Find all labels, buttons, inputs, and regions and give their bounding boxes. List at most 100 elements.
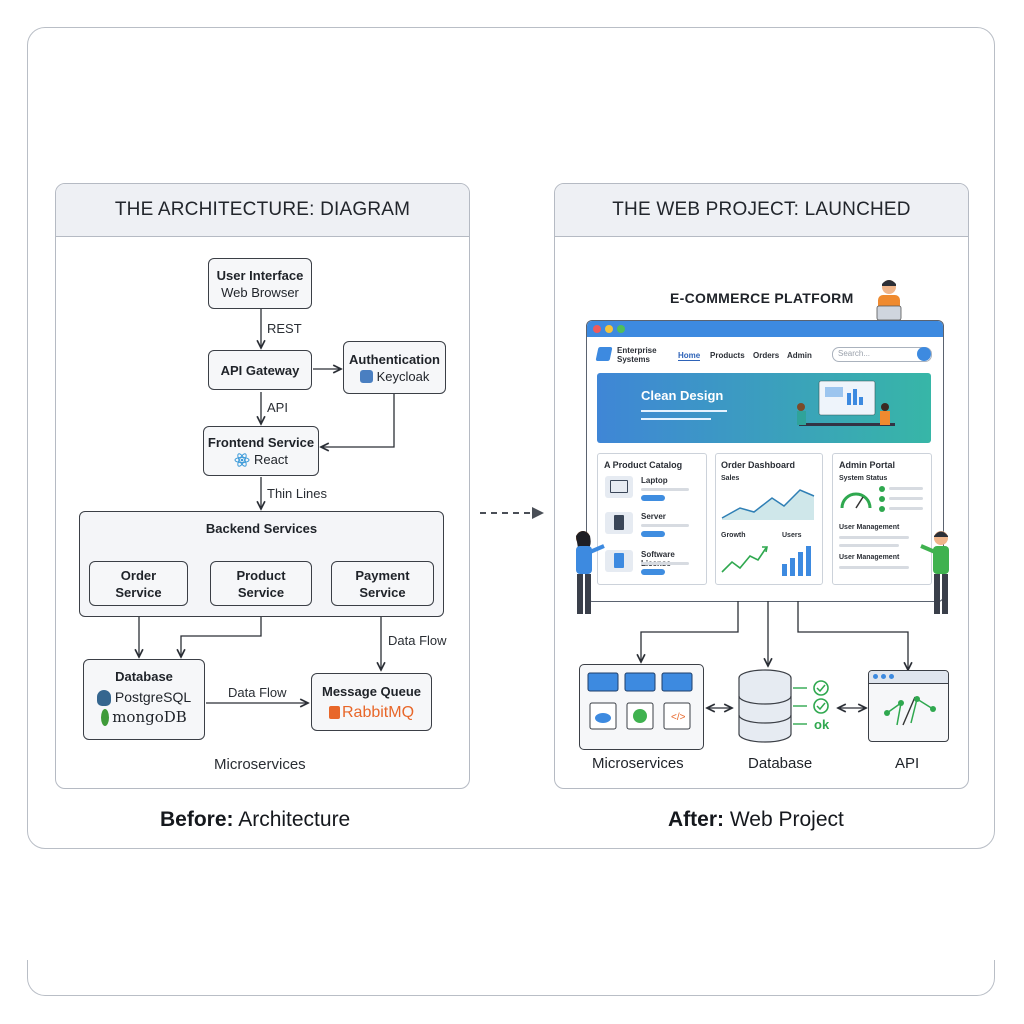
outer-frame	[27, 27, 995, 849]
data-flow-label-2: Data Flow	[228, 685, 287, 700]
maximize-dot-icon[interactable]	[617, 325, 625, 333]
sales-label: Sales	[721, 475, 740, 482]
message-queue-node: Message Queue RabbitMQ	[311, 673, 432, 731]
api-gateway-node: API Gateway	[208, 350, 312, 390]
api-label: API	[895, 755, 920, 772]
browser-titlebar	[587, 321, 943, 337]
admin-portal-card: Admin Portal System Status User Manageme…	[832, 453, 932, 585]
api-label: API	[267, 400, 288, 415]
growth-and-users-chart	[721, 546, 811, 576]
ok-label: ok	[814, 717, 830, 732]
catalog-button[interactable]	[641, 495, 665, 501]
admin-portal-title: Admin Portal	[839, 460, 896, 470]
api-gateway-title: API Gateway	[220, 362, 300, 378]
before-caption: Before: Architecture	[160, 808, 350, 832]
brand-line1: Enterprise	[617, 346, 657, 355]
frontend-service-node: Frontend Service React	[203, 426, 319, 476]
payment-service-node: Payment Service	[331, 561, 434, 606]
status-dot-icon	[879, 486, 885, 492]
status-dot-icon	[879, 496, 885, 502]
search-icon[interactable]	[917, 347, 931, 361]
rabbitmq-icon	[328, 706, 340, 719]
user-management-label-2: User Management	[839, 554, 900, 561]
backend-services-title: Backend Services	[205, 521, 318, 536]
database-label: Database	[748, 755, 813, 772]
catalog-item-laptop: Laptop	[641, 476, 668, 485]
outer-frame-bottom	[27, 960, 995, 996]
web-project-panel: THE WEB PROJECT: LAUNCHED E-COMMERCE PLA…	[554, 183, 969, 789]
api-network-icon	[884, 696, 936, 726]
postgresql-label: PostgreSQL	[114, 689, 192, 705]
before-caption-bold: Before:	[160, 808, 234, 831]
admin-text-line	[839, 536, 909, 539]
document-icon	[605, 550, 633, 572]
system-status-label: System Status	[839, 475, 888, 482]
svg-text:</>: </>	[671, 712, 686, 723]
nav-admin[interactable]: Admin	[787, 351, 812, 360]
browser-window: Enterprise Systems Home Products Orders …	[586, 320, 944, 602]
frontend-service-title: Frontend Service	[207, 435, 315, 450]
user-interface-sub: Web Browser	[221, 284, 299, 300]
authentication-node: Authentication Keycloak	[343, 341, 446, 394]
after-caption-text: Web Project	[724, 808, 844, 831]
server-racks-icon: </>	[587, 672, 693, 730]
laptop-icon	[605, 476, 633, 498]
minimize-dot-icon[interactable]	[605, 325, 613, 333]
person-pointing-right-illustration	[920, 531, 949, 614]
api-node	[868, 670, 949, 742]
rest-label: REST	[267, 321, 302, 336]
product-service-node: Product Service	[210, 561, 312, 606]
after-caption-bold: After:	[668, 808, 724, 831]
mongodb-label: mongoDB	[112, 708, 187, 726]
transition-arrow	[480, 507, 544, 519]
catalog-button[interactable]	[641, 531, 665, 537]
status-text-line	[889, 487, 923, 490]
mongodb-leaf-icon	[101, 709, 110, 726]
order-dashboard-card: Order Dashboard Sales Growth Users	[715, 453, 823, 585]
sales-area-chart	[721, 489, 815, 520]
web-project-panel-title: THE WEB PROJECT: LAUNCHED	[555, 184, 968, 237]
nav-orders[interactable]: Orders	[753, 351, 780, 360]
hero-text-line	[641, 418, 711, 420]
keycloak-label: Keycloak	[376, 368, 430, 384]
react-label: React	[254, 452, 288, 467]
project-connectors	[555, 601, 969, 789]
microservices-node: </>	[579, 664, 704, 750]
users-label: Users	[782, 532, 802, 539]
status-text-line	[889, 507, 923, 510]
database-node: Database PostgreSQL mongoDB	[83, 659, 205, 740]
product-service-title: Product Service	[236, 567, 286, 600]
order-service-title: Order Service	[115, 567, 162, 600]
catalog-text-line	[641, 524, 689, 527]
microservices-footer: Microservices	[214, 756, 306, 773]
brand-name: Enterprise Systems	[617, 346, 657, 364]
catalog-text-line	[641, 562, 689, 565]
rabbitmq-label: RabbitMQ	[341, 704, 415, 721]
site-search-input[interactable]: Search...	[832, 347, 932, 362]
user-management-label-1: User Management	[839, 524, 900, 531]
nav-home[interactable]: Home	[678, 351, 701, 361]
admin-text-line	[839, 566, 909, 569]
microservices-label: Microservices	[592, 755, 684, 772]
react-icon	[234, 452, 250, 467]
data-flow-label-1: Data Flow	[388, 633, 447, 648]
user-interface-title: User Interface	[216, 267, 304, 283]
catalog-text-line	[641, 488, 689, 491]
nav-products[interactable]: Products	[710, 351, 745, 360]
order-service-node: Order Service	[89, 561, 188, 606]
hero-banner: Clean Design	[597, 373, 931, 443]
catalog-button[interactable]	[641, 569, 665, 575]
product-catalog-title: A Product Catalog	[604, 460, 683, 470]
authentication-title: Authentication	[349, 351, 440, 367]
order-dashboard-title: Order Dashboard	[721, 460, 796, 470]
brand-line2: Systems	[617, 355, 650, 364]
close-dot-icon[interactable]	[593, 325, 601, 333]
person-pointing-left-illustration	[576, 531, 605, 614]
payment-service-title: Payment Service	[355, 567, 410, 600]
after-caption: After: Web Project	[668, 808, 844, 832]
before-caption-text: Architecture	[233, 808, 351, 831]
postgresql-icon	[96, 689, 111, 706]
status-text-line	[889, 497, 923, 500]
status-dot-icon	[879, 506, 885, 512]
site-search-placeholder: Search...	[838, 349, 871, 358]
